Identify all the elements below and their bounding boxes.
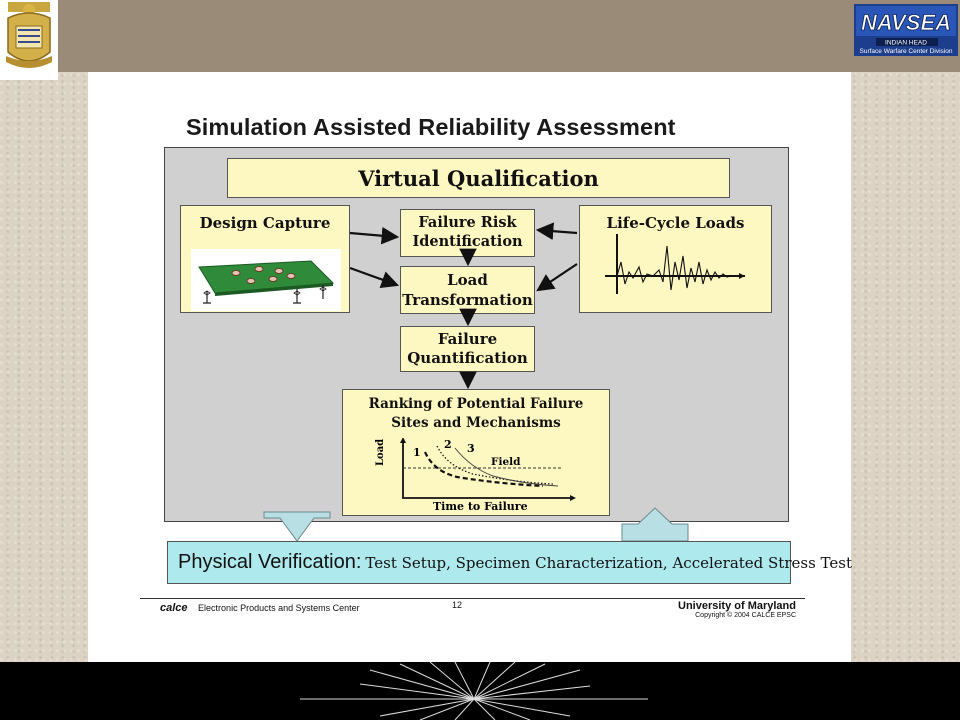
load-transformation-box: Load Transformation	[400, 266, 535, 314]
load-signal-icon	[605, 234, 745, 294]
down-hollow-arrow	[263, 511, 331, 542]
footer-org: calce Electronic Products and Systems Ce…	[160, 602, 360, 614]
arrow-loads-to-transform	[536, 263, 578, 292]
design-capture-label: Design Capture	[199, 214, 331, 232]
ranking-line2: Sites and Mechanisms	[391, 415, 561, 431]
calce-logo: calce	[160, 602, 188, 614]
failure-risk-line2: Identification	[412, 233, 523, 250]
failure-risk-line1: Failure Risk	[418, 214, 517, 231]
load-transformation-line2: Transformation	[402, 291, 533, 309]
failure-quantification-line1: Failure	[437, 330, 498, 348]
footer-divider	[140, 598, 805, 599]
field-label: Field	[491, 456, 521, 468]
load-transformation-line1: Load	[447, 271, 488, 289]
curve-label-1: 1	[413, 446, 421, 459]
university-name: University of Maryland	[678, 600, 796, 612]
footer-university: University of Maryland Copyright © 2004 …	[650, 600, 796, 619]
physical-verification-rest: Test Setup, Specimen Characterization, A…	[365, 553, 852, 572]
virtual-qualification-box: Virtual Qualification	[227, 158, 730, 198]
arrow-design-to-transform	[349, 266, 400, 289]
ranking-line1: Ranking of Potential Failure	[368, 396, 584, 412]
failure-quantification-box: Failure Quantification	[400, 326, 535, 372]
page-number: 12	[452, 600, 463, 610]
physical-verification-box: Physical Verification: Test Setup, Speci…	[167, 541, 852, 584]
failure-ranking-chart: Load 1 2 3 Field Time to Failure	[375, 438, 576, 513]
naval-academy-crest-logo	[0, 0, 58, 80]
virtual-qualification-label: Virtual Qualification	[358, 165, 599, 191]
life-cycle-loads-box: Life-Cycle Loads	[579, 205, 772, 313]
failure-quantification-line2: Quantification	[407, 349, 528, 367]
copyright-text: Copyright © 2004 CALCE EPSC	[695, 612, 796, 619]
failure-risk-identification-box: Failure Risk Identification	[400, 209, 535, 257]
physical-verification-lead: Physical Verification:	[178, 551, 362, 573]
header-bar	[0, 0, 960, 72]
bottom-band	[0, 661, 960, 720]
starburst-decoration	[300, 661, 648, 720]
ranking-box: Ranking of Potential Failure Sites and M…	[342, 389, 610, 516]
up-hollow-arrow	[621, 507, 689, 542]
footer-org-name: Electronic Products and Systems Center	[198, 603, 360, 613]
arrow-loads-to-risk	[535, 222, 578, 240]
curve-label-3: 3	[467, 442, 475, 455]
navsea-line1: INDIAN HEAD	[885, 40, 927, 47]
curve-3	[454, 447, 559, 487]
arrow-design-to-risk	[349, 226, 400, 245]
curve-1	[423, 451, 544, 488]
curve-label-2: 2	[444, 438, 452, 451]
slide-title: Simulation Assisted Reliability Assessme…	[186, 114, 676, 140]
curve-2	[436, 445, 554, 485]
chart-ylabel: Load	[375, 439, 386, 466]
circuit-board-icon	[191, 249, 341, 311]
navsea-logo: NAVSEA INDIAN HEAD Surface Warfare Cente…	[854, 4, 958, 56]
life-cycle-loads-label: Life-Cycle Loads	[606, 214, 745, 232]
chart-xlabel: Time to Failure	[433, 500, 528, 513]
navsea-line2: Surface Warfare Center Division	[860, 48, 953, 55]
navsea-brand-text: NAVSEA	[861, 10, 951, 35]
design-capture-box: Design Capture	[180, 205, 350, 313]
